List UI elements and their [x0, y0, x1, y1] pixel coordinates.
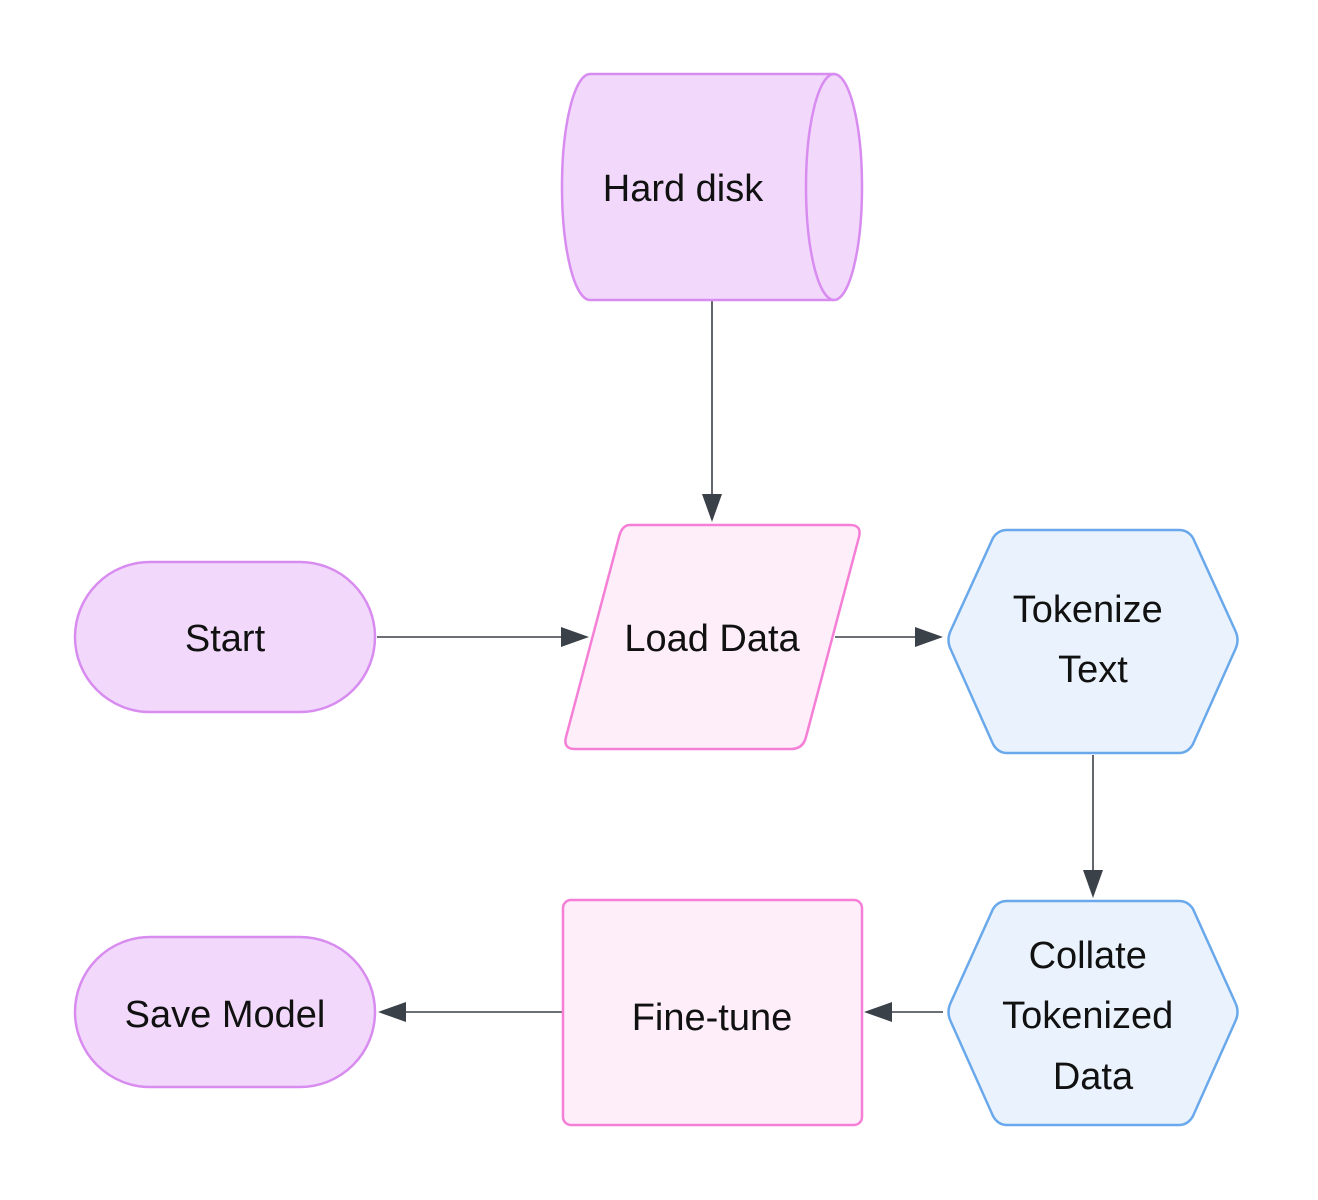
node-label-fine-tune: Fine-tune [632, 997, 793, 1039]
arrowhead-fine-tune-to-save-model [378, 1002, 406, 1022]
hexagon-shape [947, 899, 1239, 1127]
stadium-shape [73, 935, 377, 1089]
node-label-start: Start [185, 618, 266, 660]
node-collate-tokenized-data: Collate Tokenized Data [947, 899, 1239, 1127]
hexagon-shape [947, 528, 1239, 755]
node-load-data: Load Data [564, 523, 861, 751]
node-save-model: Save Model [73, 935, 377, 1089]
arrowhead-start-to-load-data [561, 627, 589, 647]
edges [377, 300, 1103, 1022]
rectangle-shape [561, 898, 864, 1127]
node-fine-tune: Fine-tune [561, 898, 864, 1127]
arrowhead-collate-to-fine-tune [864, 1002, 892, 1022]
node-start: Start [73, 560, 377, 714]
arrowhead-tokenize-to-collate [1083, 870, 1103, 898]
node-label-tokenize-text: Tokenize Text [1013, 589, 1174, 691]
arrowhead-load-data-to-tokenize-text [915, 627, 943, 647]
cylinder-rim [804, 72, 835, 302]
stadium-shape [73, 560, 377, 714]
arrowhead-hard-disk-to-load-data [702, 494, 722, 522]
node-hard-disk: Hard disk [560, 72, 864, 302]
node-label-collate-tokenized-data: Collate Tokenized Data [1002, 935, 1184, 1098]
parallelogram-shape [564, 523, 861, 751]
node-tokenize-text: Tokenize Text [947, 528, 1239, 755]
node-label-hard-disk: Hard disk [603, 168, 764, 210]
node-label-load-data: Load Data [624, 618, 800, 660]
node-label-save-model: Save Model [125, 994, 326, 1036]
